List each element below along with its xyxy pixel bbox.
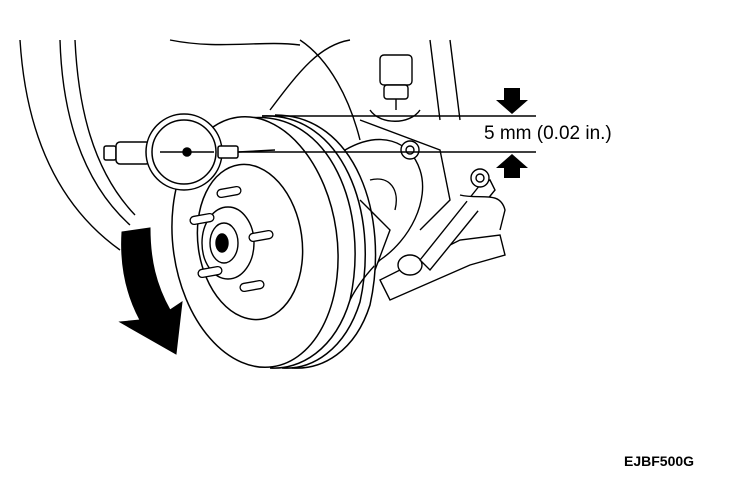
measurement-label: 5 mm (0.02 in.) xyxy=(484,123,612,144)
gauge-plunger-body xyxy=(217,145,239,159)
fender-outline xyxy=(19,39,361,251)
gauge-stem-end xyxy=(103,145,117,161)
up-arrow-icon xyxy=(496,154,528,178)
wheel-studs xyxy=(189,185,274,293)
down-arrow-icon xyxy=(496,88,528,114)
curved-arrow-icon xyxy=(118,227,183,355)
figure-code: EJBF500G xyxy=(624,453,694,469)
wheel-hub xyxy=(201,206,255,280)
dimension-lines xyxy=(238,115,536,153)
lower-control-arm xyxy=(379,168,506,301)
gauge-stem xyxy=(115,141,151,165)
dial-gauge xyxy=(103,113,276,191)
